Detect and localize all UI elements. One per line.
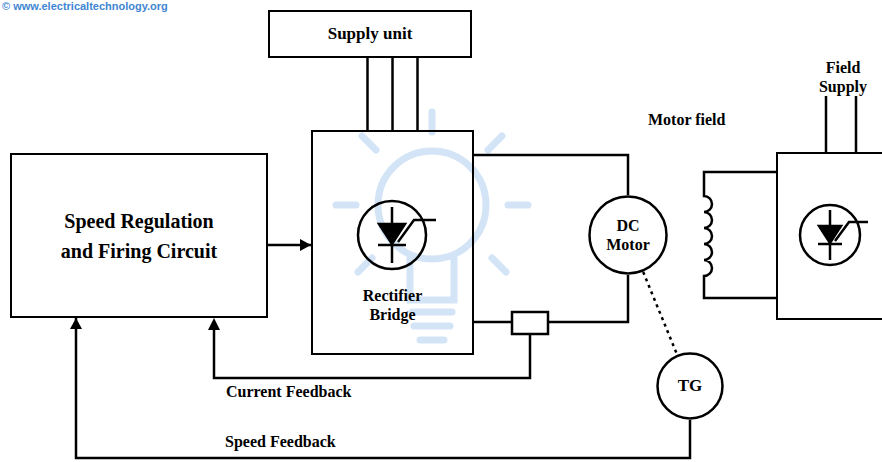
- bulb-rays: [336, 112, 528, 272]
- thyristor-gate: [835, 222, 868, 241]
- field-supply-box: Field Supply: [776, 152, 882, 320]
- node-text: DC Motor: [598, 216, 658, 254]
- bulb-watermark: [336, 112, 528, 340]
- thyristor-triangle: [819, 226, 841, 243]
- bulb-base: [412, 312, 452, 340]
- connector: [268, 239, 311, 251]
- connector: [70, 318, 690, 458]
- connector-line: [474, 275, 628, 322]
- rectifier-bridge-box: Rectifier Bridge: [311, 130, 474, 355]
- connector: [474, 275, 628, 322]
- node-text: Supply unit: [328, 24, 413, 44]
- supply-unit-box: Supply unit: [268, 10, 472, 58]
- shaft-coupling: [643, 272, 677, 355]
- dc-motor-circle: DC Motor: [588, 195, 668, 275]
- node-text: TG: [678, 376, 703, 396]
- thyristor-triangle: [379, 224, 405, 244]
- connector: [474, 155, 628, 195]
- circle-shape: [658, 354, 723, 419]
- part-name: Motor field: [648, 110, 725, 129]
- thyristor-bar: [378, 244, 406, 247]
- connector: [368, 58, 418, 130]
- connector-line: [643, 272, 677, 355]
- signal-name: Speed Feedback: [225, 432, 336, 451]
- circle-outline: [588, 195, 668, 275]
- node-text: Rectifier Bridge: [345, 286, 440, 324]
- thyristor-gate: [398, 220, 436, 242]
- tachogenerator-circle: TG: [656, 352, 724, 420]
- current-feedback-wire: [214, 328, 530, 378]
- connector-line: [416, 58, 419, 130]
- thyristor-symbol: [358, 201, 436, 269]
- thyristor-circle: [358, 201, 426, 269]
- thyristor-circle: [800, 205, 860, 265]
- field-coil: [704, 172, 776, 298]
- connector-line: [474, 155, 628, 195]
- controller-box: Speed Regulation and Firing Circuit: [10, 153, 268, 318]
- node-text: Speed Regulation and Firing Circuit: [47, 206, 232, 266]
- arrowhead: [300, 239, 311, 251]
- circle-shape: [590, 197, 667, 274]
- arrowhead: [70, 318, 82, 329]
- field-thyristor-symbol: [800, 205, 868, 265]
- connector-line: [76, 318, 690, 458]
- connector-line: [366, 58, 369, 130]
- field-supply-terminals: [826, 96, 856, 152]
- watermark: © www.electricaltechnology.org: [2, 0, 168, 13]
- connector-line: [391, 58, 394, 130]
- bulb-glass: [378, 151, 486, 259]
- current-feedback-arrowhead: [208, 318, 220, 330]
- node-heading: Field Supply: [810, 58, 876, 96]
- current-sensor: [512, 312, 548, 334]
- signal-name: Current Feedback: [226, 382, 351, 401]
- thyristor-bar: [818, 243, 842, 246]
